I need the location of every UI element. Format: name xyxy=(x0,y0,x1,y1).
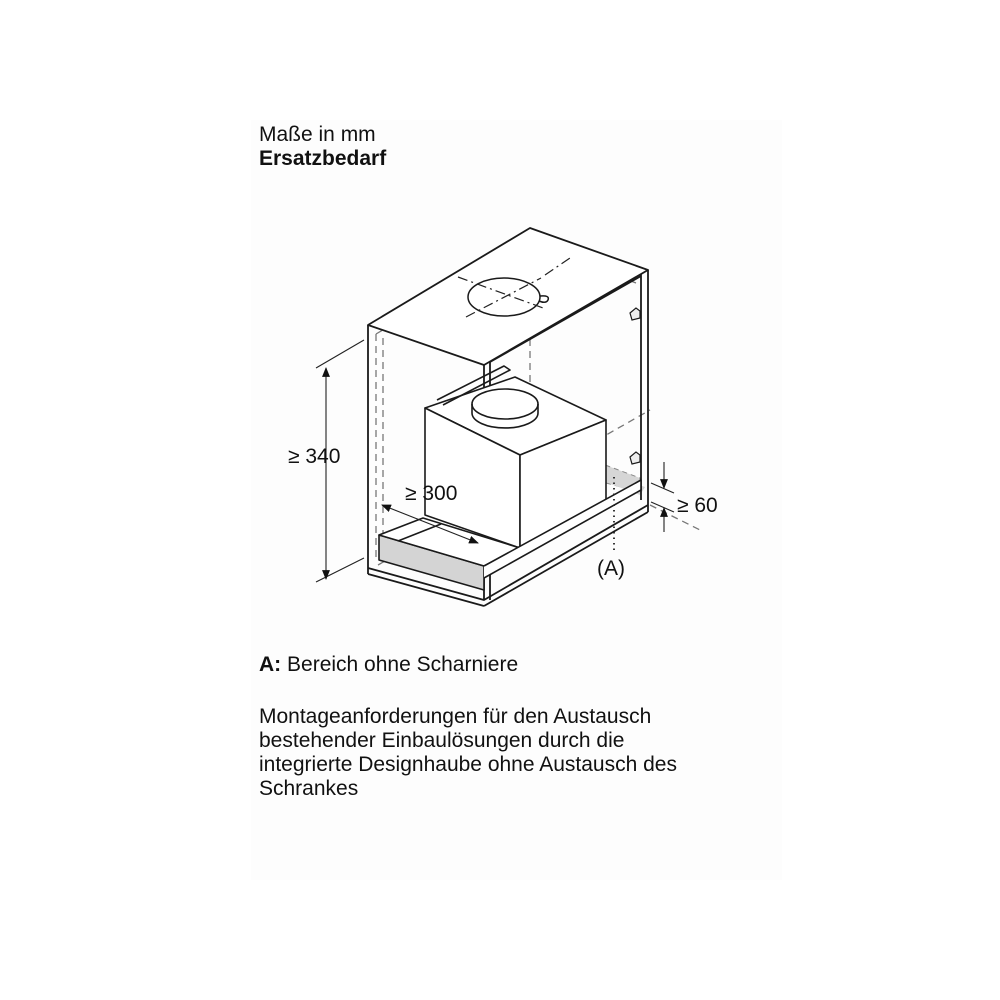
description-line: bestehender Einbaulösungen durch die xyxy=(259,729,625,752)
dimension-depth-label: ≥ 300 xyxy=(405,482,457,505)
legend-text: Bereich ohne Scharniere xyxy=(287,653,519,676)
dimension-height xyxy=(315,339,365,583)
description-paragraph: Montageanforderungen für den Austausch b… xyxy=(259,705,779,801)
description-line: Schrankes xyxy=(259,777,359,800)
hinge-clip-upper xyxy=(629,307,641,321)
description-line: integrierte Designhaube ohne Austausch d… xyxy=(259,753,677,776)
diagram-title: Ersatzbedarf xyxy=(259,147,387,170)
callout-a-label: (A) xyxy=(597,557,625,580)
top-duct-cutout xyxy=(467,277,550,317)
hinge-clip-lower xyxy=(629,451,641,465)
dimension-depth xyxy=(381,504,479,544)
dimension-clearance xyxy=(650,462,675,532)
units-caption: Maße in mm xyxy=(259,123,376,146)
dimension-height-label: ≥ 340 xyxy=(288,445,340,468)
legend-key: A: xyxy=(259,653,282,676)
dimension-clearance-label: ≥ 60 xyxy=(677,494,718,517)
description-line: Montageanforderungen für den Austausch xyxy=(259,705,652,728)
top-centerlines xyxy=(457,255,574,318)
legend-entry-a: A: Bereich ohne Scharniere xyxy=(259,653,518,677)
